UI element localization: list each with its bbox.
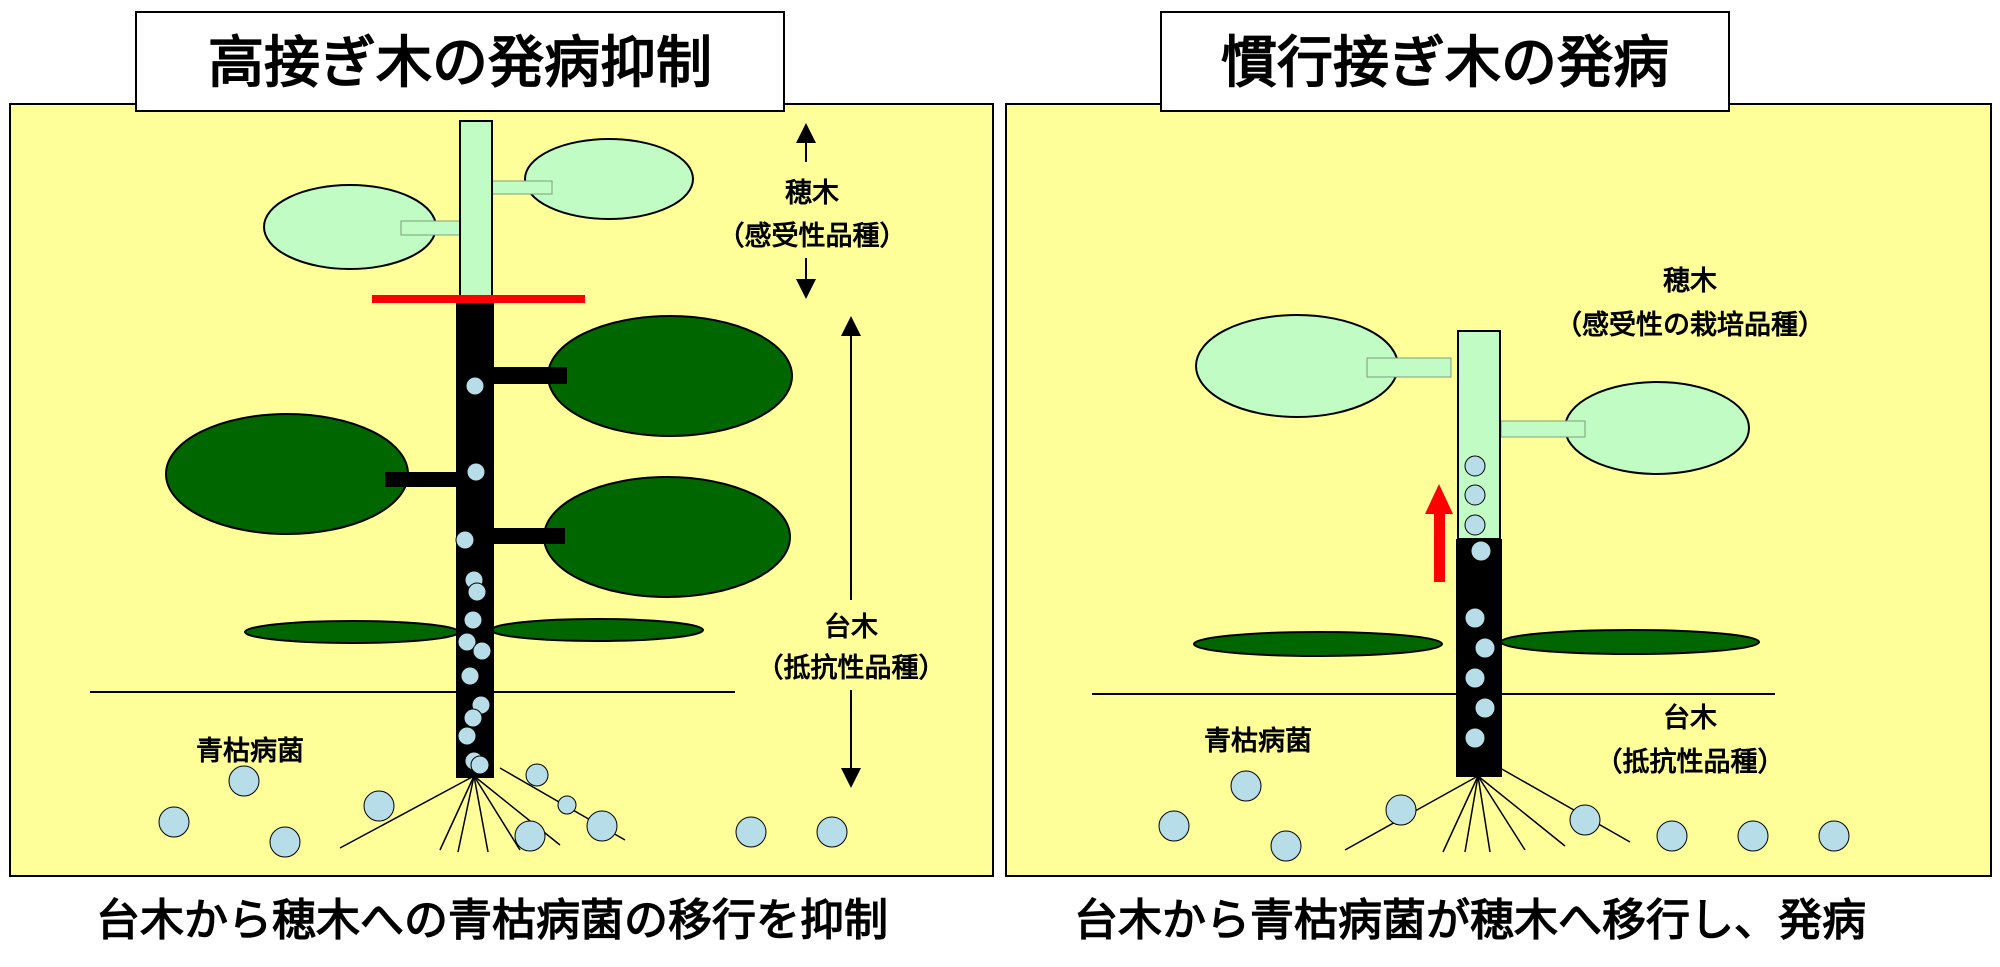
left-lower-leaf <box>490 618 704 642</box>
right-title-box <box>1160 11 1730 112</box>
left-rootstock-petiole <box>492 528 565 544</box>
left-panel-background <box>9 103 994 877</box>
left-rootstock-leaf <box>543 476 791 598</box>
left-pathogen-label: 青枯病菌 <box>196 736 304 767</box>
left-rootstock-petiole <box>494 367 567 384</box>
right-scion-leaf <box>1564 381 1750 475</box>
right-lower-leaf <box>1500 629 1760 655</box>
left-rootstock-leaf <box>165 413 409 535</box>
left-title-box <box>135 11 785 112</box>
right-stem-bacteria <box>1464 540 1496 749</box>
left-scion-petiole <box>488 180 553 195</box>
right-pathogen-label: 青枯病菌 <box>1204 726 1312 757</box>
right-lower-leaf <box>1193 631 1443 657</box>
left-scion-sublabel: （感受性品種） <box>718 220 907 252</box>
right-scion-petiole <box>1500 420 1586 438</box>
left-rootstock-leaf <box>547 315 793 437</box>
right-scion-bacteria <box>1464 455 1486 536</box>
left-scion-leaf <box>524 138 694 220</box>
right-scion-petiole <box>1366 357 1452 378</box>
left-rootstock-sublabel: （抵抗性品種） <box>757 652 946 684</box>
left-lower-leaf <box>244 620 460 644</box>
right-soil-bacteria <box>1158 770 1850 862</box>
left-panel: 高接ぎ木の発病抑制 <box>9 11 994 877</box>
right-roots <box>1344 767 1631 853</box>
right-scion-sublabel: （感受性の栽培品種） <box>1555 309 1825 341</box>
left-rootstock-petiole <box>385 472 457 487</box>
left-scion-petiole <box>400 220 465 236</box>
left-stem-bacteria <box>455 376 492 775</box>
left-rootstock-label: 台木 <box>824 611 878 643</box>
right-caption: 台木から青枯病菌が穂木へ移行し、発病 <box>1074 895 1866 946</box>
left-scion-label: 穂木 <box>785 178 839 209</box>
right-infection-arrow <box>1425 484 1453 582</box>
right-scion-label: 穂木 <box>1663 266 1717 297</box>
right-rootstock-sublabel: （抵抗性品種） <box>1596 746 1785 778</box>
left-scion-stem <box>459 120 493 299</box>
right-panel: 慣行接ぎ木の発病 <box>1005 11 1992 877</box>
left-caption: 台木から穂木への青枯病菌の移行を抑制 <box>96 895 888 946</box>
right-title: 慣行接ぎ木の発病 <box>1221 31 1669 96</box>
left-soil-bacteria <box>158 763 848 858</box>
right-rootstock-label: 台木 <box>1663 702 1717 734</box>
left-title: 高接ぎ木の発病抑制 <box>208 31 712 96</box>
right-scion-stem <box>1457 330 1501 540</box>
